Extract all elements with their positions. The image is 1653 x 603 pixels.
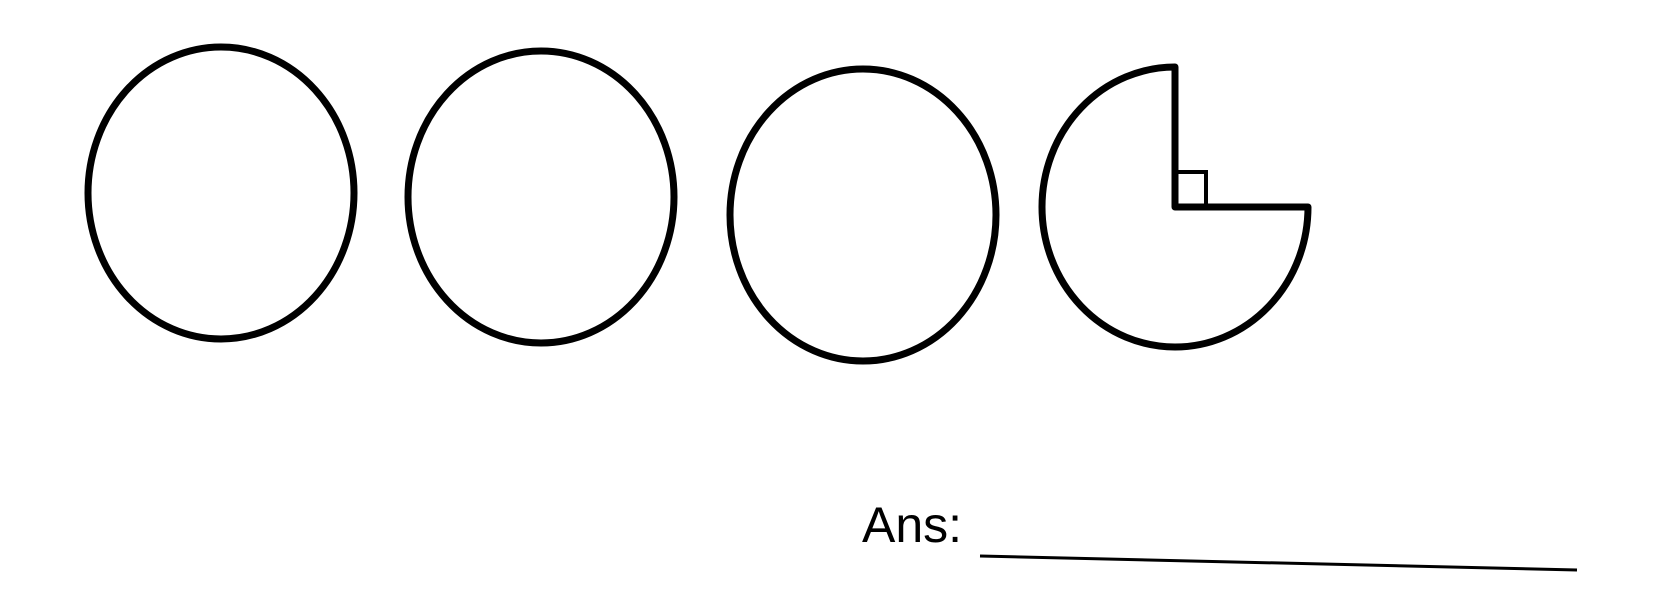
- answer-label: Ans:: [862, 497, 962, 553]
- three-quarter-circle-outline: [1038, 63, 1312, 351]
- three-quarter-circle: [1038, 63, 1312, 351]
- circle-3: [726, 65, 1000, 365]
- circle-2: [404, 47, 678, 347]
- answer-blank[interactable]: [979, 554, 1578, 572]
- circle-1: [84, 43, 358, 343]
- right-angle-marker: [1173, 170, 1208, 209]
